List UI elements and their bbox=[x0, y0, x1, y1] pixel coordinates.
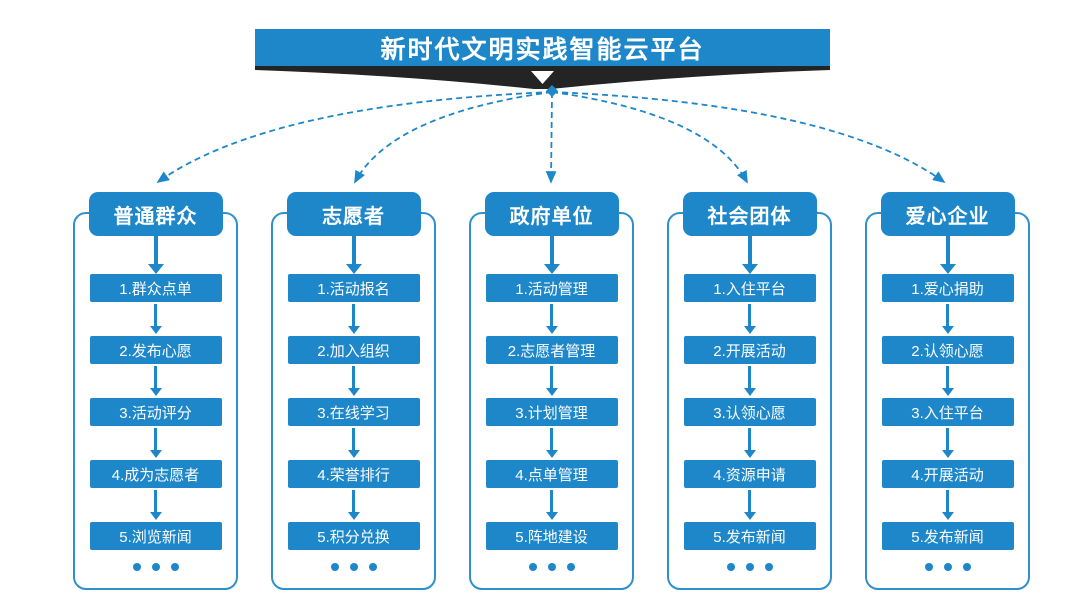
step-box: 3.活动评分 bbox=[89, 398, 222, 426]
step-box: 4.成为志愿者 bbox=[89, 460, 222, 488]
ellipsis-dot bbox=[547, 563, 556, 571]
step-box: 3.计划管理 bbox=[485, 398, 618, 426]
down-arrow-icon bbox=[149, 488, 162, 522]
ellipsis-dot bbox=[924, 563, 933, 571]
role-column-3: 政府单位 1.活动管理 2.志愿者管理 3.计划管理 4.点单管理 5.阵地建设 bbox=[468, 192, 635, 594]
platform-title-banner: 新时代文明实践智能云平台 bbox=[255, 29, 830, 66]
role-header: 普通群众 bbox=[88, 192, 223, 236]
more-steps-ellipsis bbox=[726, 563, 773, 571]
role-flow: 社会团体 1.入住平台 2.开展活动 3.认领心愿 4.资源申请 5.发布新闻 bbox=[666, 192, 833, 571]
down-arrow-icon bbox=[347, 488, 360, 522]
down-arrow-icon bbox=[941, 426, 954, 460]
down-arrow-icon bbox=[345, 236, 362, 274]
step-box: 1.群众点单 bbox=[89, 274, 222, 302]
ellipsis-dot bbox=[349, 563, 358, 571]
role-column-2: 志愿者 1.活动报名 2.加入组织 3.在线学习 4.荣誉排行 5.积分兑换 bbox=[270, 192, 437, 594]
role-flow: 志愿者 1.活动报名 2.加入组织 3.在线学习 4.荣誉排行 5.积分兑换 bbox=[270, 192, 437, 571]
down-arrow-icon bbox=[743, 488, 756, 522]
step-box: 5.积分兑换 bbox=[287, 522, 420, 550]
down-arrow-icon bbox=[347, 302, 360, 336]
connector-to-column-2 bbox=[354, 91, 553, 184]
more-steps-ellipsis bbox=[924, 563, 971, 571]
down-arrow-icon bbox=[941, 302, 954, 336]
step-box: 5.阵地建设 bbox=[485, 522, 618, 550]
role-flow: 普通群众 1.群众点单 2.发布心愿 3.活动评分 4.成为志愿者 5.浏览新闻 bbox=[72, 192, 239, 571]
role-header: 爱心企业 bbox=[880, 192, 1015, 236]
down-arrow-icon bbox=[941, 364, 954, 398]
step-box: 3.认领心愿 bbox=[683, 398, 816, 426]
step-box: 2.开展活动 bbox=[683, 336, 816, 364]
ellipsis-dot bbox=[170, 563, 179, 571]
ribbon-down-arrow-icon bbox=[531, 71, 554, 84]
step-box: 4.资源申请 bbox=[683, 460, 816, 488]
down-arrow-icon bbox=[939, 236, 956, 274]
ellipsis-dot bbox=[368, 563, 377, 571]
step-box: 5.发布新闻 bbox=[683, 522, 816, 550]
down-arrow-icon bbox=[741, 236, 758, 274]
ellipsis-dot bbox=[943, 563, 952, 571]
step-box: 3.在线学习 bbox=[287, 398, 420, 426]
down-arrow-icon bbox=[743, 364, 756, 398]
down-arrow-icon bbox=[149, 426, 162, 460]
ellipsis-dot bbox=[566, 563, 575, 571]
step-box: 1.爱心捐助 bbox=[881, 274, 1014, 302]
role-header: 志愿者 bbox=[286, 192, 421, 236]
ellipsis-dot bbox=[151, 563, 160, 571]
ellipsis-dot bbox=[764, 563, 773, 571]
down-arrow-icon bbox=[543, 236, 560, 274]
ellipsis-dot bbox=[528, 563, 537, 571]
step-box: 5.发布新闻 bbox=[881, 522, 1014, 550]
ellipsis-dot bbox=[330, 563, 339, 571]
step-box: 1.活动管理 bbox=[485, 274, 618, 302]
role-column-1: 普通群众 1.群众点单 2.发布心愿 3.活动评分 4.成为志愿者 5.浏览新闻 bbox=[72, 192, 239, 594]
role-column-5: 爱心企业 1.爱心捐助 2.认领心愿 3.入住平台 4.开展活动 5.发布新闻 bbox=[864, 192, 1031, 594]
down-arrow-icon bbox=[941, 488, 954, 522]
step-box: 1.活动报名 bbox=[287, 274, 420, 302]
platform-title: 新时代文明实践智能云平台 bbox=[380, 35, 705, 64]
role-column-4: 社会团体 1.入住平台 2.开展活动 3.认领心愿 4.资源申请 5.发布新闻 bbox=[666, 192, 833, 594]
connector-to-column-3 bbox=[545, 91, 557, 184]
ellipsis-dot bbox=[132, 563, 141, 571]
connector-to-column-1 bbox=[156, 91, 553, 184]
down-arrow-icon bbox=[743, 426, 756, 460]
step-box: 2.加入组织 bbox=[287, 336, 420, 364]
down-arrow-icon bbox=[347, 364, 360, 398]
role-flow: 爱心企业 1.爱心捐助 2.认领心愿 3.入住平台 4.开展活动 5.发布新闻 bbox=[864, 192, 1031, 571]
down-arrow-icon bbox=[545, 488, 558, 522]
down-arrow-icon bbox=[149, 302, 162, 336]
role-flow: 政府单位 1.活动管理 2.志愿者管理 3.计划管理 4.点单管理 5.阵地建设 bbox=[468, 192, 635, 571]
down-arrow-icon bbox=[545, 426, 558, 460]
step-box: 4.开展活动 bbox=[881, 460, 1014, 488]
step-box: 3.入住平台 bbox=[881, 398, 1014, 426]
step-box: 1.入住平台 bbox=[683, 274, 816, 302]
title-ribbon-shape bbox=[255, 66, 830, 89]
connector-to-column-5 bbox=[551, 91, 946, 184]
connector-to-column-4 bbox=[551, 91, 748, 184]
step-box: 2.认领心愿 bbox=[881, 336, 1014, 364]
ellipsis-dot bbox=[726, 563, 735, 571]
down-arrow-icon bbox=[545, 364, 558, 398]
more-steps-ellipsis bbox=[330, 563, 377, 571]
step-box: 2.发布心愿 bbox=[89, 336, 222, 364]
ellipsis-dot bbox=[745, 563, 754, 571]
more-steps-ellipsis bbox=[528, 563, 575, 571]
step-box: 4.荣誉排行 bbox=[287, 460, 420, 488]
role-header: 政府单位 bbox=[484, 192, 619, 236]
ellipsis-dot bbox=[962, 563, 971, 571]
down-arrow-icon bbox=[743, 302, 756, 336]
down-arrow-icon bbox=[545, 302, 558, 336]
step-box: 5.浏览新闻 bbox=[89, 522, 222, 550]
step-box: 2.志愿者管理 bbox=[485, 336, 618, 364]
down-arrow-icon bbox=[149, 364, 162, 398]
down-arrow-icon bbox=[347, 426, 360, 460]
role-header: 社会团体 bbox=[682, 192, 817, 236]
more-steps-ellipsis bbox=[132, 563, 179, 571]
step-box: 4.点单管理 bbox=[485, 460, 618, 488]
down-arrow-icon bbox=[147, 236, 164, 274]
